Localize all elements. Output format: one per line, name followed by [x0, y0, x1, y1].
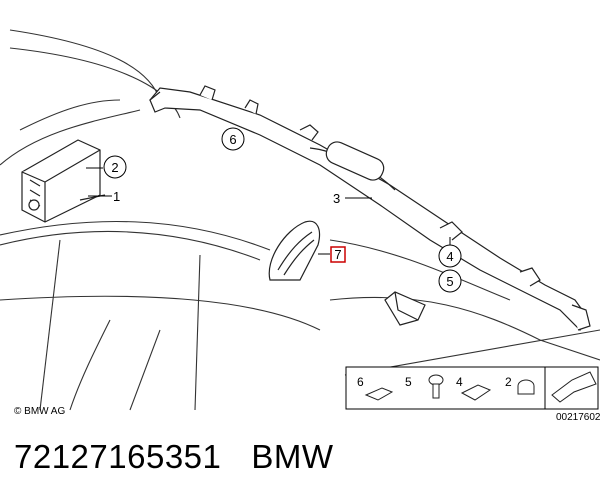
callout-4: 4 — [438, 244, 462, 268]
callout-5: 5 — [438, 269, 462, 293]
nut-icon — [517, 379, 535, 395]
callout-2-label: 2 — [111, 160, 118, 175]
clip-icon — [364, 387, 394, 401]
head-airbag-part — [268, 220, 321, 281]
brand-name: BMW — [251, 438, 334, 475]
callout-1: 1 — [113, 189, 120, 204]
kit-label-4: 4 — [456, 375, 463, 389]
nut-clip-icon — [460, 384, 492, 401]
callout-4-label: 4 — [446, 249, 453, 264]
callout-7-label: 7 — [334, 247, 341, 262]
copyright-text: © BMW AG — [14, 406, 65, 417]
kit-label-5: 5 — [405, 375, 412, 389]
part-number: 72127165351 — [14, 438, 222, 475]
car-body-outline — [0, 29, 600, 411]
callout-7-highlight[interactable]: 7 — [330, 246, 346, 263]
small-parts-kit: 6 5 4 2 00217602 — [345, 366, 600, 423]
kit-label-2: 2 — [505, 375, 512, 389]
callout-2: 2 — [103, 155, 127, 179]
parts-diagram: 1 2 6 3 4 5 7 6 5 4 2 — [0, 29, 600, 423]
callout-6: 6 — [221, 127, 245, 151]
kit-label-6: 6 — [357, 375, 364, 389]
part-number-line: 72127165351 BMW — [14, 438, 334, 478]
callout-1-label: 1 — [113, 189, 120, 204]
callout-3: 3 — [333, 191, 340, 206]
arrow-icon — [551, 371, 597, 403]
screw-icon — [428, 374, 444, 399]
callout-5-label: 5 — [446, 274, 453, 289]
callout-6-label: 6 — [229, 132, 236, 147]
rear-bracket — [384, 291, 426, 326]
diagram-number: 00217602 — [556, 412, 600, 423]
callout-3-label: 3 — [333, 191, 340, 206]
side-airbag-module — [21, 139, 106, 223]
curtain-airbag — [149, 85, 591, 331]
